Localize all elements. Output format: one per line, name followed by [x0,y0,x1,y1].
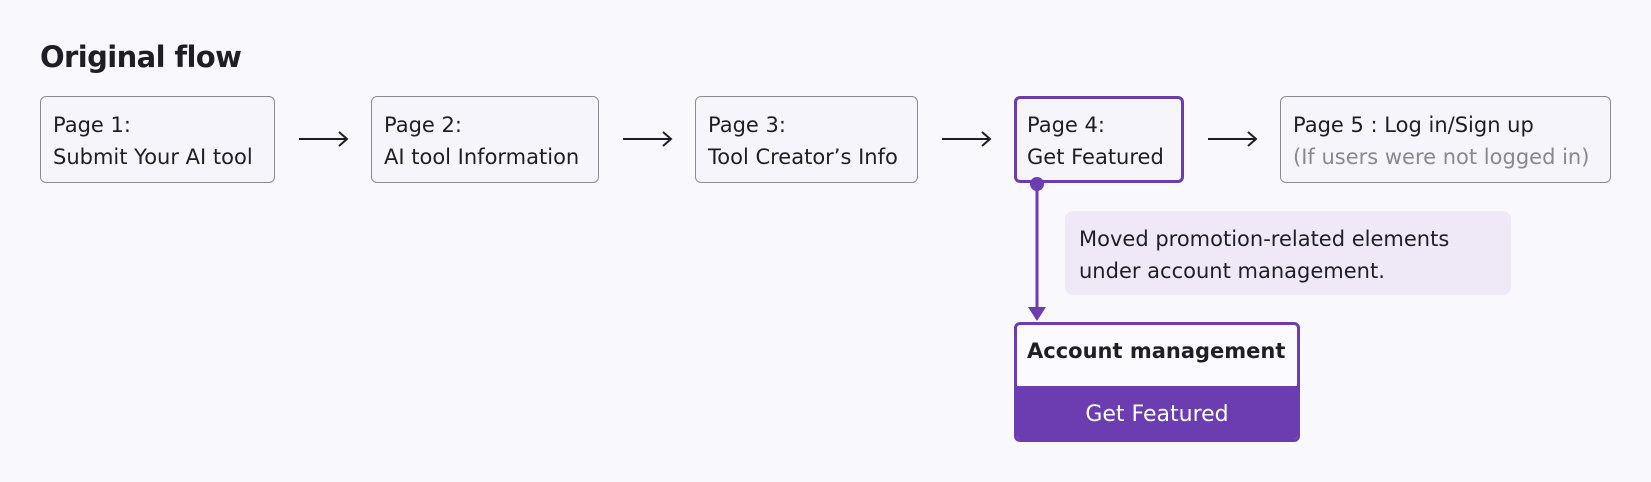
note-callout: Moved promotion-related elements under a… [1065,211,1511,295]
step-label: Page 1: [53,113,131,137]
account-management-card: Account management Get Featured [1014,322,1300,442]
note-text-line-1: Moved promotion-related elements [1079,227,1450,251]
step-label: Page 5 : Log in/Sign up [1293,113,1534,137]
arrow-right-icon [299,131,349,147]
flow-step-page-1: Page 1: Submit Your AI tool [40,96,275,183]
step-label: Page 2: [384,113,462,137]
step-label: Page 3: [708,113,786,137]
arrow-down-icon [1028,307,1046,321]
account-management-title: Account management [1027,339,1286,363]
step-description: Tool Creator’s Info [708,145,898,169]
diagram-title: Original flow [40,40,242,74]
step-description: Submit Your AI tool [53,145,253,169]
flow-step-page-2: Page 2: AI tool Information [371,96,599,183]
flow-step-page-5: Page 5 : Log in/Sign up (If users were n… [1280,96,1611,183]
flow-step-page-4: Page 4: Get Featured [1014,96,1184,183]
step-description: Get Featured [1027,145,1164,169]
step-description: AI tool Information [384,145,580,169]
flow-step-page-3: Page 3: Tool Creator’s Info [695,96,918,183]
arrow-right-icon [942,131,992,147]
step-description: (If users were not logged in) [1293,145,1590,169]
arrow-right-icon [1208,131,1258,147]
step-label: Page 4: [1027,113,1105,137]
get-featured-button[interactable]: Get Featured [1017,386,1297,439]
arrow-right-icon [623,131,673,147]
note-text-line-2: under account management. [1079,259,1385,283]
